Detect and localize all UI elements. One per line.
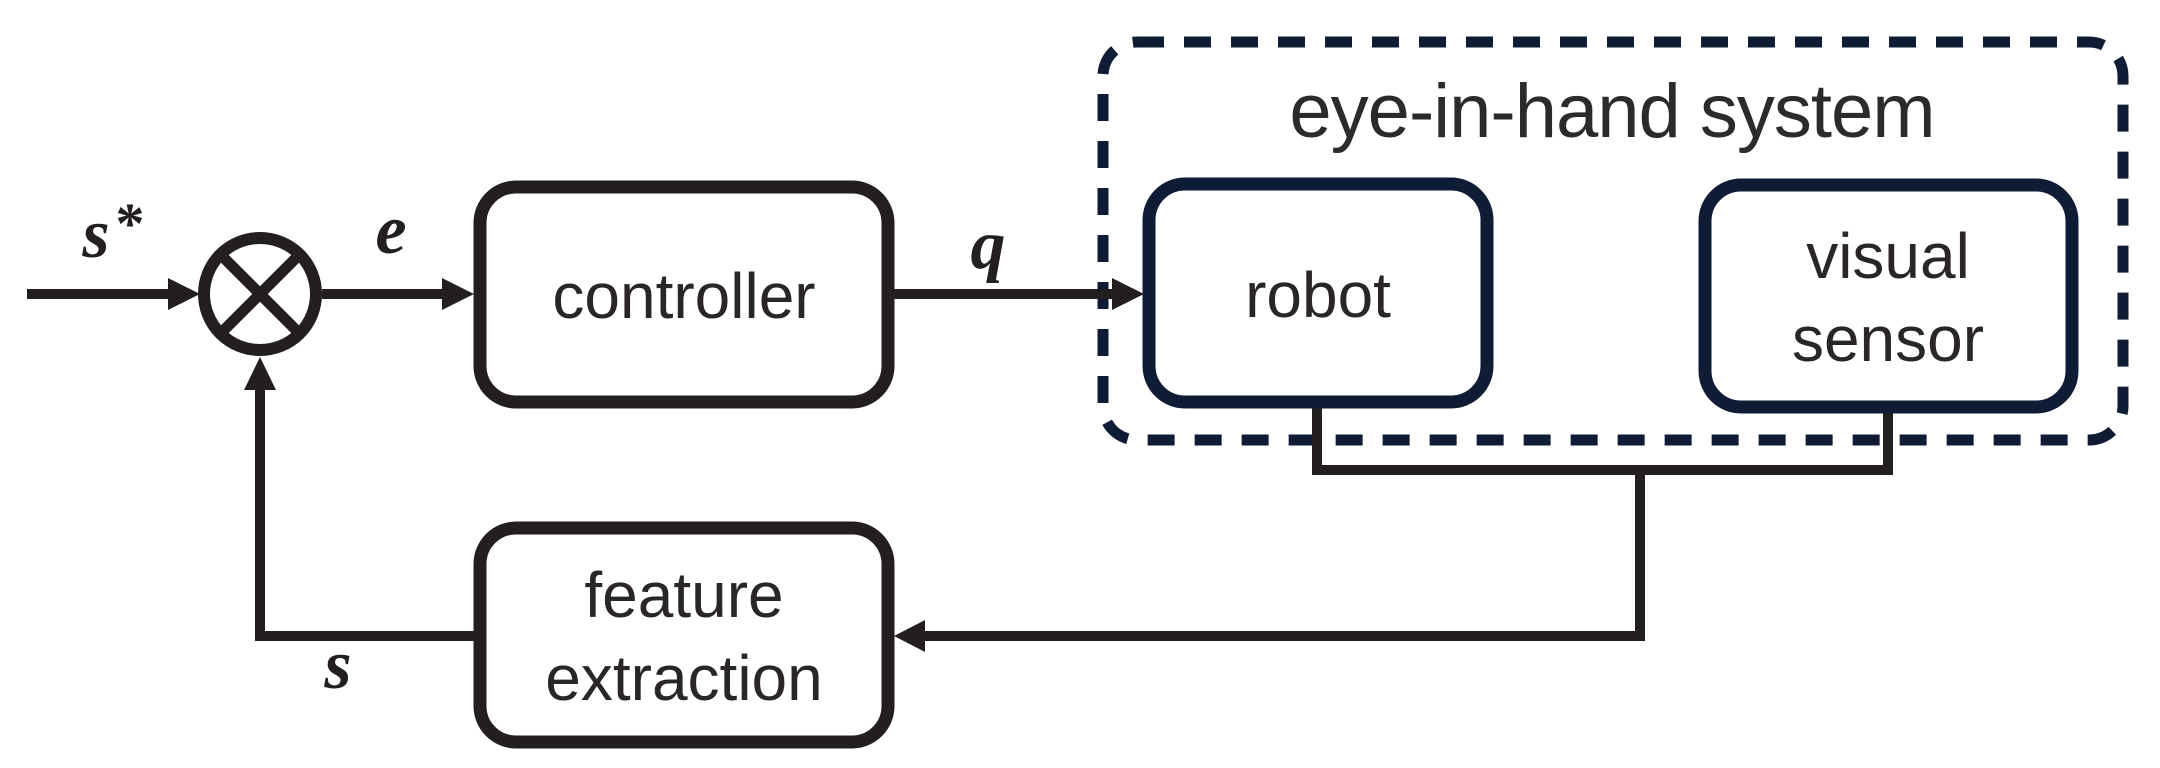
feedback-route-line [918,465,1645,641]
eye-in-hand-title: eye-in-hand system [1289,69,1934,154]
eye-in-hand-dashed-boundary [1097,36,2129,446]
visual-sensor-box [1698,178,2079,414]
robot-label: robot [1245,259,1391,331]
feedback-signal-label: s [323,627,351,704]
control-arrowhead-icon [1112,278,1144,310]
feedback-into-junction-arrowhead-icon [244,357,276,390]
robot-box [1142,177,1494,409]
feedback-into-feature-arrowhead-icon [894,620,925,652]
feedback-to-junction-line [255,390,482,641]
reference-signal-label: s [81,196,109,273]
feature-extraction-label-line2: extraction [545,642,822,714]
summing-junction [198,232,322,356]
visual-sensor-label-line2: sensor [1792,303,1984,375]
feature-extraction-box [473,521,895,749]
error-signal-label: e [375,192,406,269]
summing-junction-cross-line2 [218,252,302,336]
controller-box [473,180,895,409]
reference-signal-superscript: * [116,191,145,256]
feature-extraction-label-line1: feature [584,559,783,631]
control-signal-label: q [971,207,1006,284]
reference-input-arrowhead-icon [168,278,200,310]
controller-label: controller [552,260,815,332]
visual-sensor-label-line1: visual [1806,220,1970,292]
error-arrowhead-icon [442,278,474,310]
